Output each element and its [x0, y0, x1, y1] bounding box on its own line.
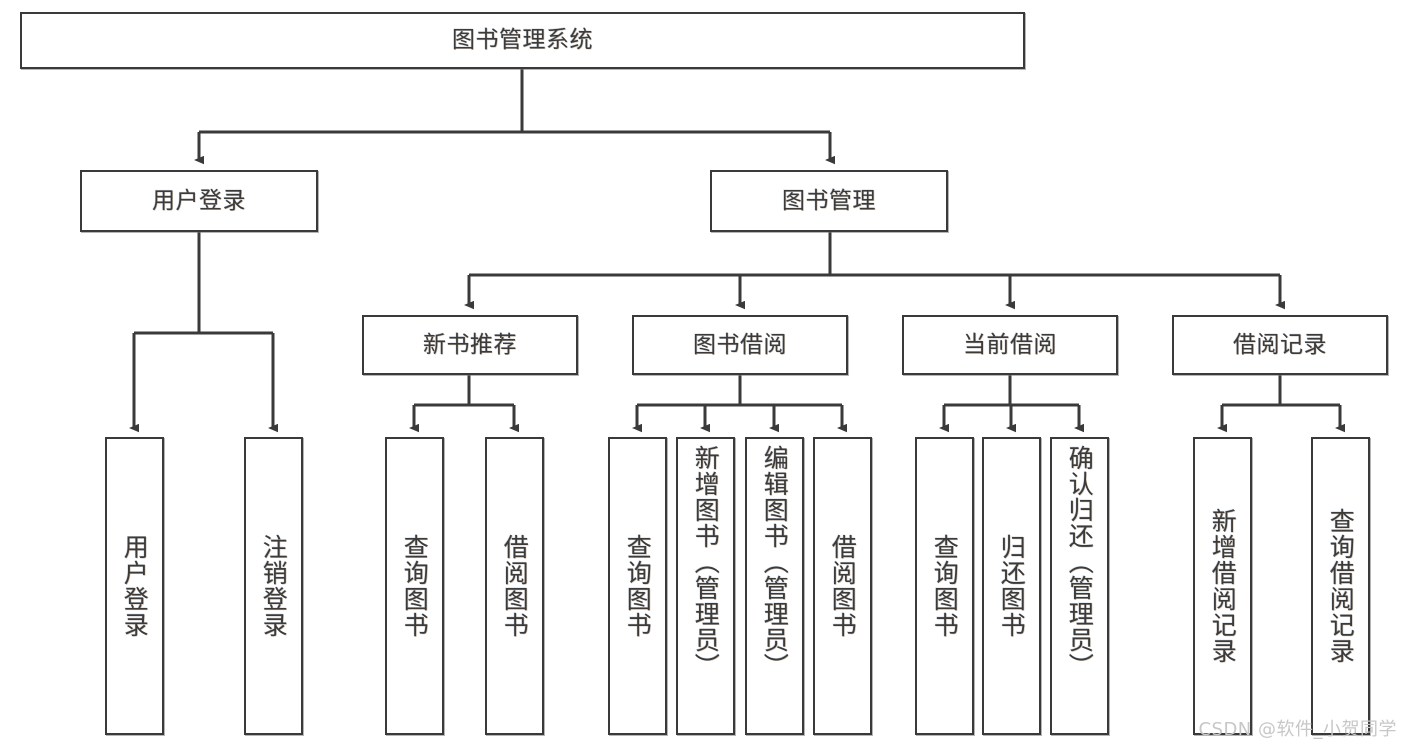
node-label: 查询图书 [623, 534, 653, 638]
node-label: 图书管理 [782, 187, 876, 214]
node-label: 借阅记录 [1233, 331, 1327, 358]
node-borrow-record[interactable]: 借阅记录 [1172, 315, 1388, 375]
node-label: 新增借阅记录 [1208, 508, 1238, 664]
node-label: 确认归还（管理员） [1065, 445, 1095, 679]
node-label: 借阅图书 [500, 534, 530, 638]
node-leaf-query-book-current[interactable]: 查询图书 [915, 437, 974, 735]
node-label: 注销登录 [259, 534, 289, 638]
node-book-borrow[interactable]: 图书借阅 [632, 315, 848, 375]
node-leaf-query-book-borrow[interactable]: 查询图书 [608, 437, 667, 735]
node-leaf-add-book-admin[interactable]: 新增图书（管理员） [676, 437, 735, 735]
node-leaf-add-borrow-record[interactable]: 新增借阅记录 [1193, 437, 1252, 735]
node-label: 查询借阅记录 [1326, 508, 1356, 664]
node-leaf-edit-book-admin[interactable]: 编辑图书（管理员） [745, 437, 804, 735]
node-current-borrow[interactable]: 当前借阅 [902, 315, 1118, 375]
node-label: 借阅图书 [828, 534, 858, 638]
node-label: 当前借阅 [963, 331, 1057, 358]
node-label: 图书借阅 [693, 331, 787, 358]
node-label: 归还图书 [997, 534, 1027, 638]
node-label: 用户登录 [120, 534, 150, 638]
node-book-management[interactable]: 图书管理 [710, 170, 948, 232]
node-label: 编辑图书（管理员） [760, 445, 790, 679]
node-leaf-query-book-recommend[interactable]: 查询图书 [385, 437, 444, 735]
node-label: 查询图书 [930, 534, 960, 638]
node-root-system[interactable]: 图书管理系统 [20, 12, 1025, 69]
node-leaf-logout[interactable]: 注销登录 [244, 437, 303, 735]
node-leaf-borrow-book[interactable]: 借阅图书 [813, 437, 872, 735]
node-leaf-borrow-book-recommend[interactable]: 借阅图书 [485, 437, 544, 735]
node-label: 图书管理系统 [452, 27, 593, 54]
node-leaf-user-login[interactable]: 用户登录 [105, 437, 164, 735]
node-new-book-recommend[interactable]: 新书推荐 [362, 315, 578, 375]
node-leaf-query-borrow-record[interactable]: 查询借阅记录 [1311, 437, 1370, 735]
node-leaf-return-book[interactable]: 归还图书 [982, 437, 1041, 735]
node-user-login[interactable]: 用户登录 [80, 170, 318, 232]
node-label: 新书推荐 [423, 331, 517, 358]
node-label: 新增图书（管理员） [691, 445, 721, 679]
node-label: 用户登录 [152, 187, 246, 214]
node-leaf-confirm-return-admin[interactable]: 确认归还（管理员） [1050, 437, 1109, 735]
node-label: 查询图书 [400, 534, 430, 638]
